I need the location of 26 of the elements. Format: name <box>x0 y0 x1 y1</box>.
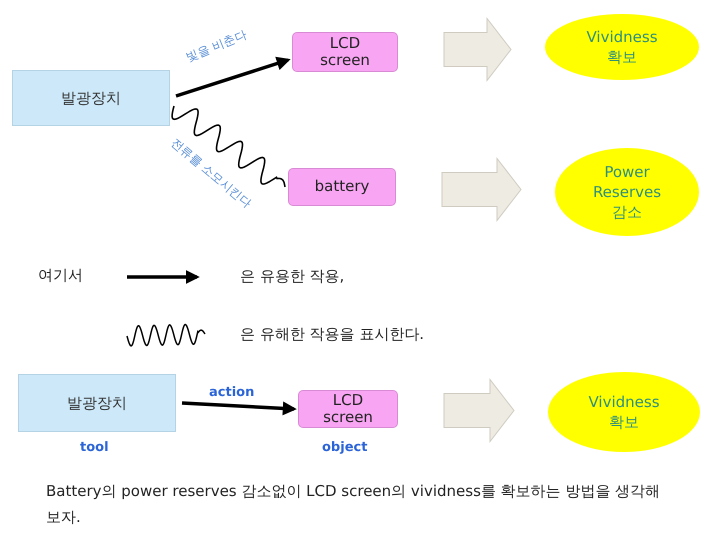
object-box <box>298 390 398 428</box>
device-box <box>18 374 176 432</box>
node-text: battery <box>314 178 370 196</box>
node-text: 발광장치 <box>61 88 121 108</box>
legend-text: 은 유용한 작용, <box>240 267 344 286</box>
block-arrow <box>444 378 515 443</box>
device-box <box>12 70 170 126</box>
intro-text: 여기서 <box>38 266 83 285</box>
node-text: Vividness 확보 <box>587 392 661 432</box>
arrow <box>175 56 291 98</box>
wavy-line <box>171 106 286 188</box>
legend-text: 은 유해한 작용을 표시한다. <box>240 325 424 344</box>
role-label: tool <box>80 440 109 455</box>
question-text: Battery의 power reserves 감소없이 LCD screen의 vividness를 확보하는 방법을 생각해 보자. <box>46 481 662 528</box>
node-text: LCD screen <box>319 34 371 70</box>
node-text: Power Reserves 감소 <box>592 162 662 222</box>
role-label: object <box>322 440 368 455</box>
node-text: 발광장치 <box>67 394 127 412</box>
object-box <box>288 168 396 206</box>
edge-label: 빛을 비춘다 <box>183 26 250 66</box>
block-arrow <box>444 17 512 82</box>
arrow <box>182 401 297 416</box>
object-box <box>292 32 398 72</box>
block-arrow <box>442 157 522 222</box>
node-text: LCD screen <box>322 392 374 426</box>
node-text: Vividness 확보 <box>585 26 659 68</box>
